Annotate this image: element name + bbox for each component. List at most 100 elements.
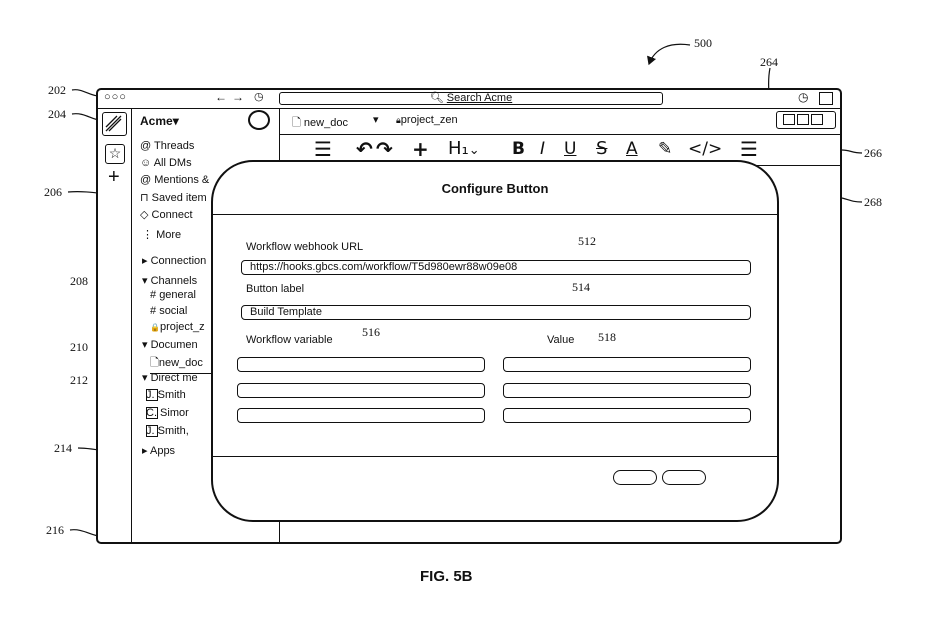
history-clock-icon[interactable]: ◷ [254,90,264,103]
button-label-field[interactable]: Build Template [241,305,751,320]
forward-arrow-icon[interactable]: → [232,90,244,104]
threads-icon: @ [140,140,151,152]
ref-518: 518 [598,330,616,345]
save-button[interactable] [662,470,706,485]
chevron-down-icon: ▾ [173,114,179,128]
workflow-variable-header: Workflow variable [246,334,333,346]
code-block-button[interactable]: </> [688,137,722,161]
leader-202 [72,90,99,96]
menu-icon[interactable]: ☰ [314,137,332,161]
italic-button[interactable]: I [540,137,545,161]
member-avatar-icon [811,114,823,125]
ref-202: 202 [48,83,66,98]
search-icon: 🔍︎ [430,92,444,104]
member-avatar-icon [797,114,809,125]
figure-caption: FIG. 5B [420,568,473,585]
leader-268 [842,198,862,202]
workspace-icon[interactable] [102,112,127,136]
text-color-button[interactable]: A [626,137,638,161]
user-avatar-icon [146,389,158,401]
caret-down-icon: ▾ [142,372,148,384]
back-arrow-icon[interactable]: ← [215,90,227,104]
chevron-down-icon[interactable]: ▾ [373,113,379,126]
ref-212: 212 [70,373,88,388]
caret-right-icon: ▸ [142,445,148,457]
dm-group[interactable]: J. Smith, [146,425,189,437]
ref-208: 208 [70,274,88,289]
dialog-title: Configure Button [213,181,777,196]
chevron-down-icon: ⌄ [469,143,480,158]
sidebar-item-saved[interactable]: ⊓ Saved item [140,191,207,204]
member-avatar-icon [783,114,795,125]
sidebar-item-all-dms[interactable]: ☺ All DMs [140,157,192,169]
workspace-rail: ☆ + [98,108,132,542]
dm-j-smith[interactable]: J. Smith [146,389,186,401]
ref-216: 216 [46,523,64,538]
cancel-button[interactable] [613,470,657,485]
more-icon: ⋮ [142,229,153,241]
workspace-name[interactable]: Acme▾ [140,114,179,128]
document-icon: 🗋︎ [150,357,159,369]
hash-icon: # [150,289,156,301]
hash-icon: # [150,305,156,317]
value-header: Value [547,334,574,346]
window-controls[interactable]: ○○○ [104,91,127,103]
ref-204: 204 [48,107,66,122]
channel-social[interactable]: # social [150,305,187,317]
value-field-3[interactable] [503,408,751,423]
leader-500 [649,44,690,64]
help-clock-icon[interactable]: ◷ [798,90,808,104]
redo-icon[interactable]: ↷ [376,137,393,161]
members-avatars[interactable] [776,111,836,129]
doc-name[interactable]: 🗋︎ new_doc [292,114,348,133]
add-block-icon[interactable]: + [412,137,429,161]
ref-206: 206 [44,185,62,200]
configure-button-dialog: Configure Button Workflow webhook URL ht… [211,160,779,522]
ref-266: 266 [864,146,882,161]
dms-icon: ☺ [140,157,151,169]
value-field-2[interactable] [503,383,751,398]
variable-field-1[interactable] [237,357,485,372]
channel-general[interactable]: # general [150,289,196,301]
document-header: 🗋︎ new_doc ▾ 🔒︎project_zen [280,108,840,135]
leader-266 [842,150,862,153]
value-field-1[interactable] [503,357,751,372]
variable-field-2[interactable] [237,383,485,398]
dm-c-simor[interactable]: C. Simor [146,407,189,419]
section-direct-messages[interactable]: ▾ Direct me [142,371,198,384]
channel-project-z[interactable]: 🔒project_z [150,321,205,333]
variable-field-3[interactable] [237,408,485,423]
sidebar-item-connect[interactable]: ◇ Connect [140,208,193,221]
underline-button[interactable]: U [564,137,576,161]
sidebar-item-more[interactable]: ⋮ More [142,228,181,241]
search-placeholder: Search Acme [447,92,512,104]
compose-icon[interactable] [248,110,270,130]
profile-avatar-icon[interactable] [819,92,833,105]
ref-214: 214 [54,441,72,456]
workspace-logo-icon [103,113,125,134]
sidebar-item-threads[interactable]: @ Threads [140,140,194,152]
lock-icon: 🔒 [150,323,160,332]
undo-icon[interactable]: ↶ [356,137,373,161]
ref-500: 500 [694,36,712,51]
channel-link[interactable]: 🔒︎project_zen [396,114,458,126]
starred-icon[interactable]: ☆ [105,144,125,164]
bold-button[interactable]: B [512,137,525,161]
document-icon: 🗋︎ [292,117,301,129]
align-left-icon[interactable]: ☰ [740,137,758,161]
search-bar[interactable]: 🔍︎ Search Acme [279,92,663,105]
section-apps[interactable]: ▸ Apps [142,444,175,457]
section-connections[interactable]: ▸ Connection [142,254,206,267]
section-channels[interactable]: ▾ Channels [142,274,197,287]
dialog-footer-divider [213,456,777,457]
webhook-url-field[interactable]: https://hooks.gbcs.com/workflow/T5d980ew… [241,260,751,275]
dialog-header-divider [213,214,777,215]
section-documents[interactable]: ▾ Documen [142,338,198,351]
highlight-pen-icon[interactable]: ✎ [658,137,672,161]
caret-right-icon: ▸ [142,255,148,267]
sidebar-item-mentions[interactable]: @ Mentions & [140,174,209,186]
ref-210: 210 [70,340,88,355]
strikethrough-button[interactable]: S [596,137,607,161]
caret-down-icon: ▾ [142,275,148,287]
add-workspace-icon[interactable]: + [108,166,120,189]
